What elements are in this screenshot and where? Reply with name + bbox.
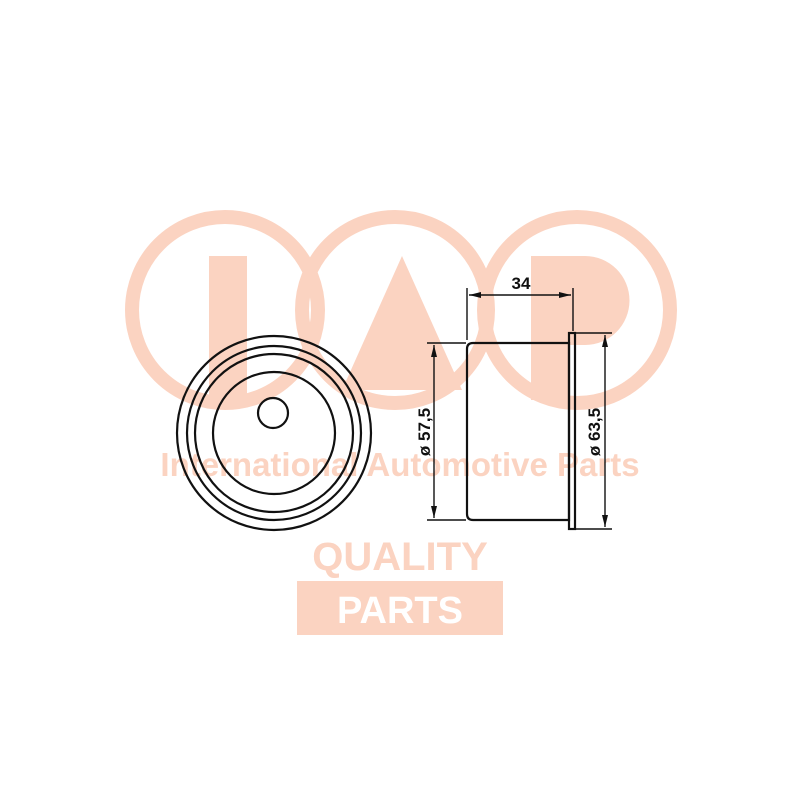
pulley-body — [465, 341, 571, 522]
arrow-icon — [602, 335, 608, 347]
watermark-parts: PARTS — [337, 590, 463, 632]
arrow-icon — [602, 515, 608, 527]
rim-circle-2 — [185, 344, 363, 522]
logo-letter-p — [531, 256, 630, 400]
pulley-side-view — [427, 288, 612, 531]
logo-letter-a — [342, 256, 462, 390]
width-dimension-label: 34 — [512, 274, 531, 293]
arrow-icon — [559, 292, 571, 298]
rim-circle-3 — [193, 352, 355, 514]
watermark-quality: QUALITY — [312, 535, 488, 579]
watermark-registered: ® — [492, 585, 498, 594]
mounting-hole-circle — [256, 396, 290, 430]
pulley-flange — [567, 331, 577, 531]
arrow-icon — [469, 292, 481, 298]
watermark-tagline: International Automotive Parts — [160, 446, 639, 483]
inner-diameter-label: ø 57,5 — [415, 408, 434, 456]
pulley-front-view — [175, 334, 373, 532]
watermark-parts-box — [297, 581, 503, 635]
outer-rim-circle — [175, 334, 373, 532]
logo-letter-i — [209, 256, 247, 406]
outer-diameter-label: ø 63,5 — [585, 408, 604, 456]
iap-watermark-logo — [125, 210, 677, 410]
hub-circle — [211, 370, 337, 496]
arrow-icon — [431, 345, 437, 357]
logo-circle-p — [477, 210, 677, 410]
arrow-icon — [431, 506, 437, 518]
